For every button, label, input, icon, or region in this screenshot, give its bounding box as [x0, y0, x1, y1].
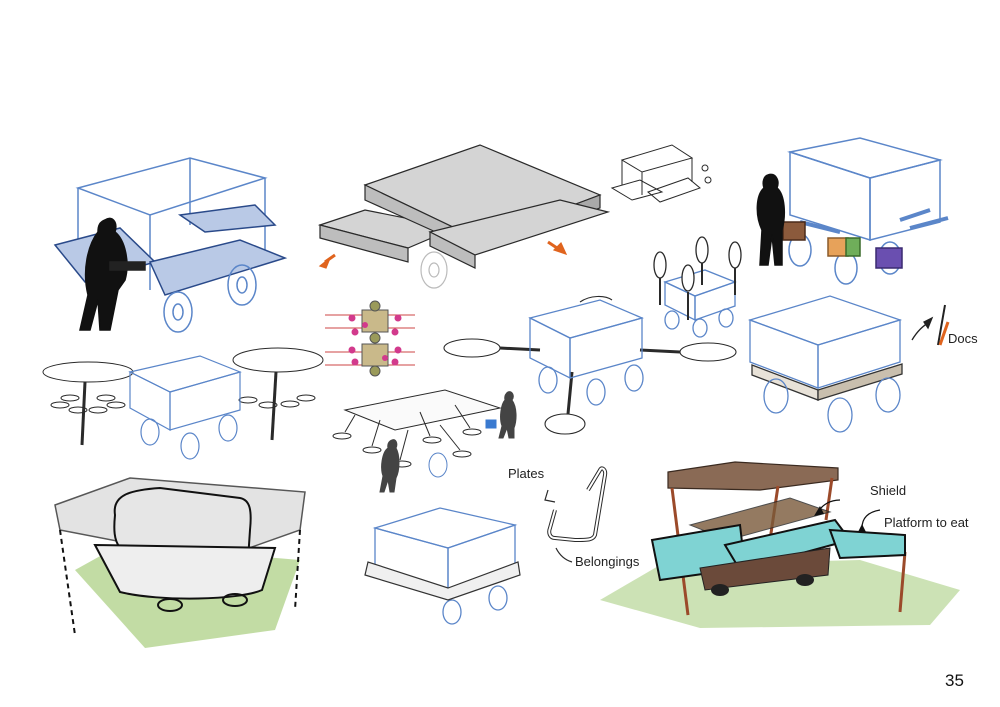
- label-docs: Docs: [948, 331, 978, 346]
- sketch-cart-with-woven-base: [747, 295, 950, 433]
- label-shield: Shield: [870, 483, 907, 498]
- sketch-cart-plates-belongings: [364, 466, 608, 625]
- sketch-cart-with-vendor: [53, 157, 288, 333]
- sketch-cart-with-hanging-bags: [756, 137, 949, 285]
- sketch-rendered-canopy-cart: [600, 461, 960, 628]
- label-plates: Plates: [508, 466, 545, 481]
- sketch-cart-with-paddles: [653, 236, 742, 338]
- sketch-cart-on-grass: [54, 477, 306, 648]
- label-belongings: Belongings: [575, 554, 640, 569]
- sketch-cart-with-swivel-trays: [443, 295, 737, 435]
- label-platform-to-eat: Platform to eat: [884, 515, 969, 530]
- sketch-small-drawer-cart: [610, 144, 712, 203]
- sketch-bead-pattern: [325, 300, 415, 377]
- sketch-umbrella-seating-cart: [42, 347, 324, 460]
- sketch-canopy-hanging-seats: [332, 389, 517, 493]
- sketch-extendable-platform: [317, 144, 611, 289]
- page-number: 35: [945, 671, 964, 690]
